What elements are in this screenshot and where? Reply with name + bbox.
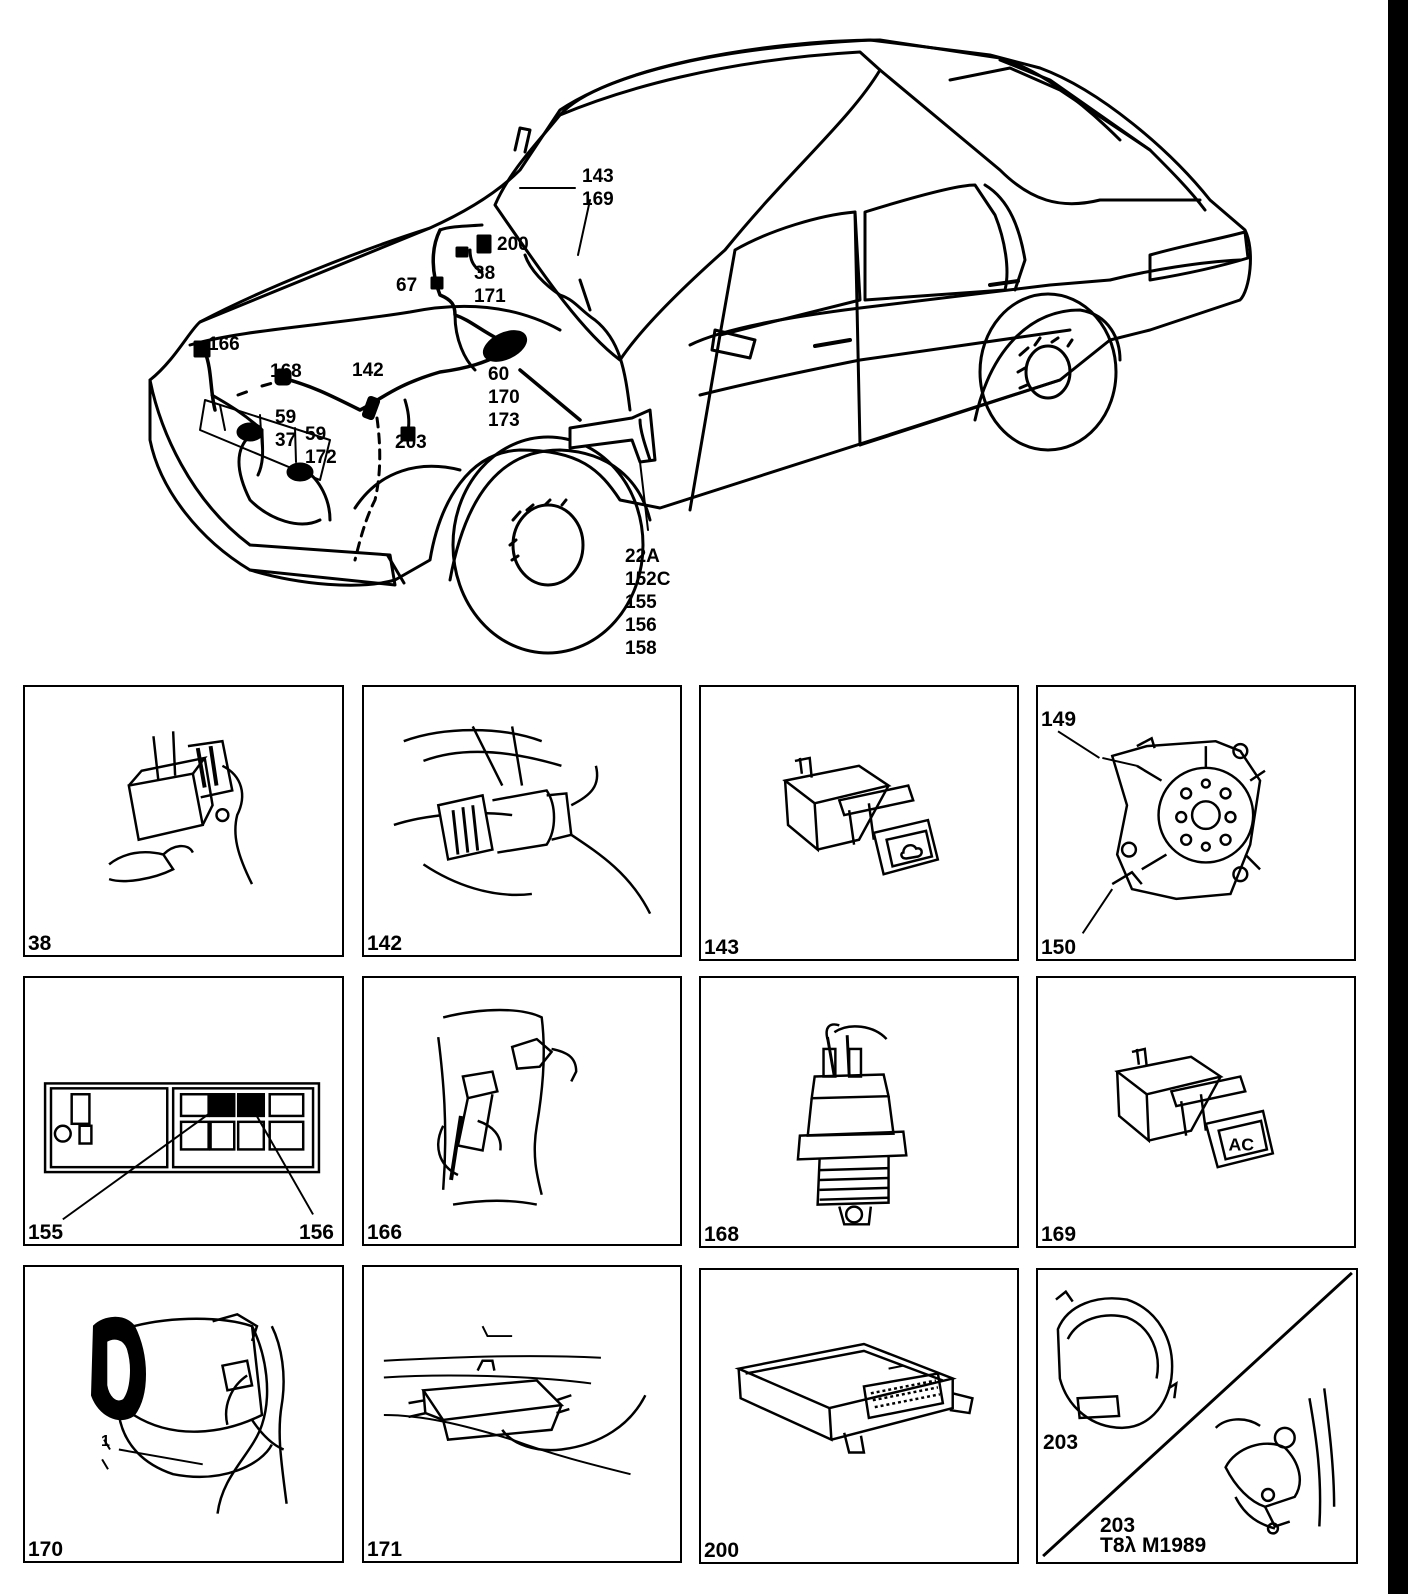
detail-panel-143: 143 bbox=[699, 685, 1019, 961]
callout-200: 200 bbox=[497, 234, 529, 255]
callout-166: 166 bbox=[208, 334, 240, 355]
detail-panel-200: 200 bbox=[699, 1268, 1019, 1564]
callout-59-37: 59 37 bbox=[275, 407, 297, 451]
panel-label-170: 170 bbox=[28, 1538, 64, 1561]
ecu-illustration bbox=[734, 1342, 974, 1454]
panel-label-149: 149 bbox=[1041, 708, 1077, 731]
callout-60-170-173: 60 170 173 bbox=[488, 364, 520, 431]
vacuum-switch-illustration bbox=[1057, 730, 1266, 934]
horn-and-sensor-illustration bbox=[1042, 1271, 1353, 1558]
detail-panel-38: 38 bbox=[23, 685, 344, 957]
callout-203: 203 bbox=[395, 432, 427, 453]
recirculation-switch-illustration bbox=[782, 756, 940, 876]
ac-button-text: AC bbox=[1229, 1134, 1255, 1154]
callout-59-172: 59 172 bbox=[305, 424, 337, 468]
control-module-illustration bbox=[383, 1325, 647, 1476]
pressure-switch-illustration bbox=[437, 1008, 578, 1206]
temperature-sensor-illustration bbox=[796, 1023, 908, 1226]
callout-rear-group: 22A 152C 155 156 158 bbox=[625, 546, 671, 659]
panel-label-200: 200 bbox=[704, 1539, 740, 1562]
detail-panel-170: 1 170 bbox=[23, 1265, 344, 1563]
detail-panel-150: 149 150 bbox=[1036, 685, 1356, 961]
car-wiring-illustration bbox=[148, 38, 1252, 655]
callout-143-169: 143 169 bbox=[582, 166, 614, 210]
switch-in-engine-illustration bbox=[393, 725, 652, 915]
detail-panel-171: 171 bbox=[362, 1265, 682, 1563]
panel-label-38: 38 bbox=[28, 932, 52, 955]
panel-label-169: 169 bbox=[1041, 1223, 1077, 1246]
panel-label-171: 171 bbox=[367, 1538, 403, 1561]
panel-label-150: 150 bbox=[1041, 936, 1077, 959]
panel-label-170-small: 1 bbox=[101, 1433, 110, 1450]
panel-label-142: 142 bbox=[367, 932, 403, 955]
panel-label-168: 168 bbox=[704, 1223, 740, 1246]
ac-switch-illustration: AC bbox=[1114, 1047, 1275, 1169]
callout-142: 142 bbox=[352, 360, 384, 381]
detail-panel-142: 142 bbox=[362, 685, 682, 957]
page-edge-bar bbox=[1388, 0, 1408, 1594]
panel-label-203-model: 203 T8λ M1989 bbox=[1100, 1514, 1207, 1557]
panel-label-166: 166 bbox=[367, 1221, 403, 1244]
detail-panel-155-156: 155 156 bbox=[23, 976, 344, 1246]
compressor-illustration bbox=[91, 1313, 288, 1514]
relay-illustration bbox=[108, 731, 254, 885]
callout-67: 67 bbox=[396, 275, 418, 296]
callout-168: 168 bbox=[270, 361, 302, 382]
detail-panel-168: 168 bbox=[699, 976, 1019, 1248]
detail-panel-169: AC 169 bbox=[1036, 976, 1356, 1248]
panel-label-156: 156 bbox=[298, 1221, 334, 1244]
panel-label-155: 155 bbox=[28, 1221, 64, 1244]
panel-label-203-top: 203 bbox=[1043, 1431, 1079, 1454]
detail-panel-166: 166 bbox=[362, 976, 682, 1246]
relay-box-illustration bbox=[43, 1082, 321, 1221]
detail-panel-203: 203 203 T8λ M1989 bbox=[1036, 1268, 1358, 1564]
panel-label-143: 143 bbox=[704, 936, 740, 959]
callout-38-171: 38 171 bbox=[474, 263, 506, 307]
